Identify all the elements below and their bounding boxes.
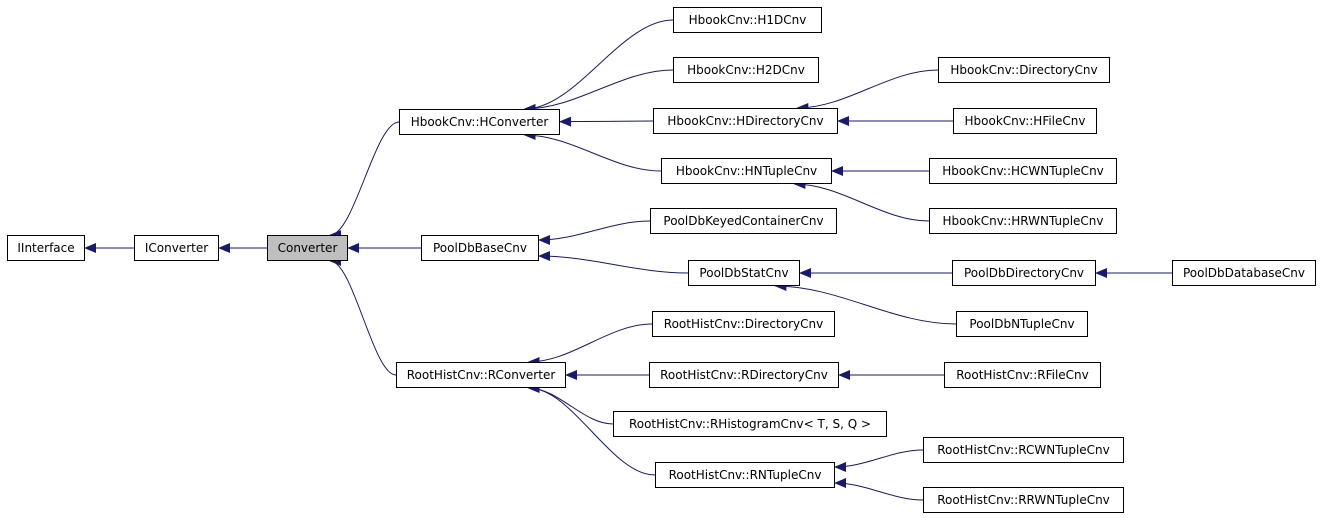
node-iconverter[interactable]: IConverter: [134, 235, 219, 261]
node-pooldbdirectorycnv[interactable]: PoolDbDirectoryCnv: [952, 260, 1096, 286]
node-pooldbkeyedcontainercnv[interactable]: PoolDbKeyedContainerCnv: [650, 208, 837, 234]
node-pooldbbasecnv[interactable]: PoolDbBaseCnv: [421, 235, 539, 261]
edge-rcwntuplecnv-to-rntuplecnv: [834, 449, 924, 472]
node-hbookcnv-h1dcnv[interactable]: HbookCnv::H1DCnv: [673, 7, 822, 33]
edge-hrwntuplecnv-to-hntuplecnv: [793, 179, 930, 222]
node-roothistcnv-rntuplecnv[interactable]: RootHistCnv::RNTupleCnv: [655, 462, 835, 488]
node-hbookcnv-hntuplecnv[interactable]: HbookCnv::HNTupleCnv: [661, 158, 832, 184]
node-roothistcnv-rdirectorycnv[interactable]: RootHistCnv::RDirectoryCnv: [649, 362, 839, 388]
node-pooldbntuplecnv[interactable]: PoolDbNTupleCnv: [956, 311, 1088, 337]
node-hbookcnv-hconverter[interactable]: HbookCnv::HConverter: [399, 109, 560, 135]
node-converter-current: Converter: [267, 235, 348, 261]
node-hbookcnv-directorycnv[interactable]: HbookCnv::DirectoryCnv: [938, 57, 1110, 83]
edge-directorycnv_root-to-rconverter: [527, 323, 653, 367]
node-hbookcnv-hdirectorycnv[interactable]: HbookCnv::HDirectoryCnv: [653, 108, 838, 134]
edge-pooldbkeyedcontainercnv-to-pooldbbasecnv: [538, 220, 651, 245]
edge-pooldbntuplecnv-to-pooldbstatcnv: [774, 281, 957, 325]
node-roothistcnv-rrwntuplecnv[interactable]: RootHistCnv::RRWNTupleCnv: [923, 487, 1124, 513]
node-roothistcnv-rcwntuplecnv[interactable]: RootHistCnv::RCWNTupleCnv: [923, 437, 1124, 463]
edge-h2dcnv-to-hconverter: [523, 69, 674, 114]
edge-h1dcnv-to-hconverter: [523, 19, 674, 114]
edge-hntuplecnv-to-hconverter: [523, 130, 662, 172]
node-roothistcnv-rhistogramcnv[interactable]: RootHistCnv::RHistogramCnv< T, S, Q >: [613, 411, 887, 437]
node-roothistcnv-directorycnv[interactable]: RootHistCnv::DirectoryCnv: [652, 311, 835, 337]
node-roothistcnv-rfilecnv[interactable]: RootHistCnv::RFileCnv: [944, 362, 1101, 388]
node-pooldbstatcnv[interactable]: PoolDbStatCnv: [688, 260, 800, 286]
node-hbookcnv-hfilecnv[interactable]: HbookCnv::HFileCnv: [953, 108, 1097, 134]
edge-rntuplecnv-to-rconverter: [527, 383, 656, 476]
edge-hdirectorycnv-to-hconverter: [559, 116, 654, 127]
node-pooldbdatabasecnv[interactable]: PoolDbDatabaseCnv: [1172, 260, 1316, 286]
node-hbookcnv-h2dcnv[interactable]: HbookCnv::H2DCnv: [673, 57, 819, 83]
edge-rhistogramcnv-to-rconverter: [527, 383, 614, 425]
edge-hconverter-to-converter: [329, 121, 400, 240]
edge-directorycnv_hbook-to-hdirectorycnv: [796, 69, 939, 113]
node-hbookcnv-hcwntuplecnv[interactable]: HbookCnv::HCWNTupleCnv: [929, 158, 1117, 184]
node-iinterface[interactable]: IInterface: [7, 235, 85, 261]
edge-rrwntuplecnv-to-rntuplecnv: [834, 478, 924, 501]
node-hbookcnv-hrwntuplecnv[interactable]: HbookCnv::HRWNTupleCnv: [929, 208, 1117, 234]
edge-pooldbstatcnv-to-pooldbbasecnv: [538, 251, 689, 274]
edge-rconverter-to-converter: [329, 256, 397, 376]
node-roothistcnv-rconverter[interactable]: RootHistCnv::RConverter: [396, 362, 566, 388]
